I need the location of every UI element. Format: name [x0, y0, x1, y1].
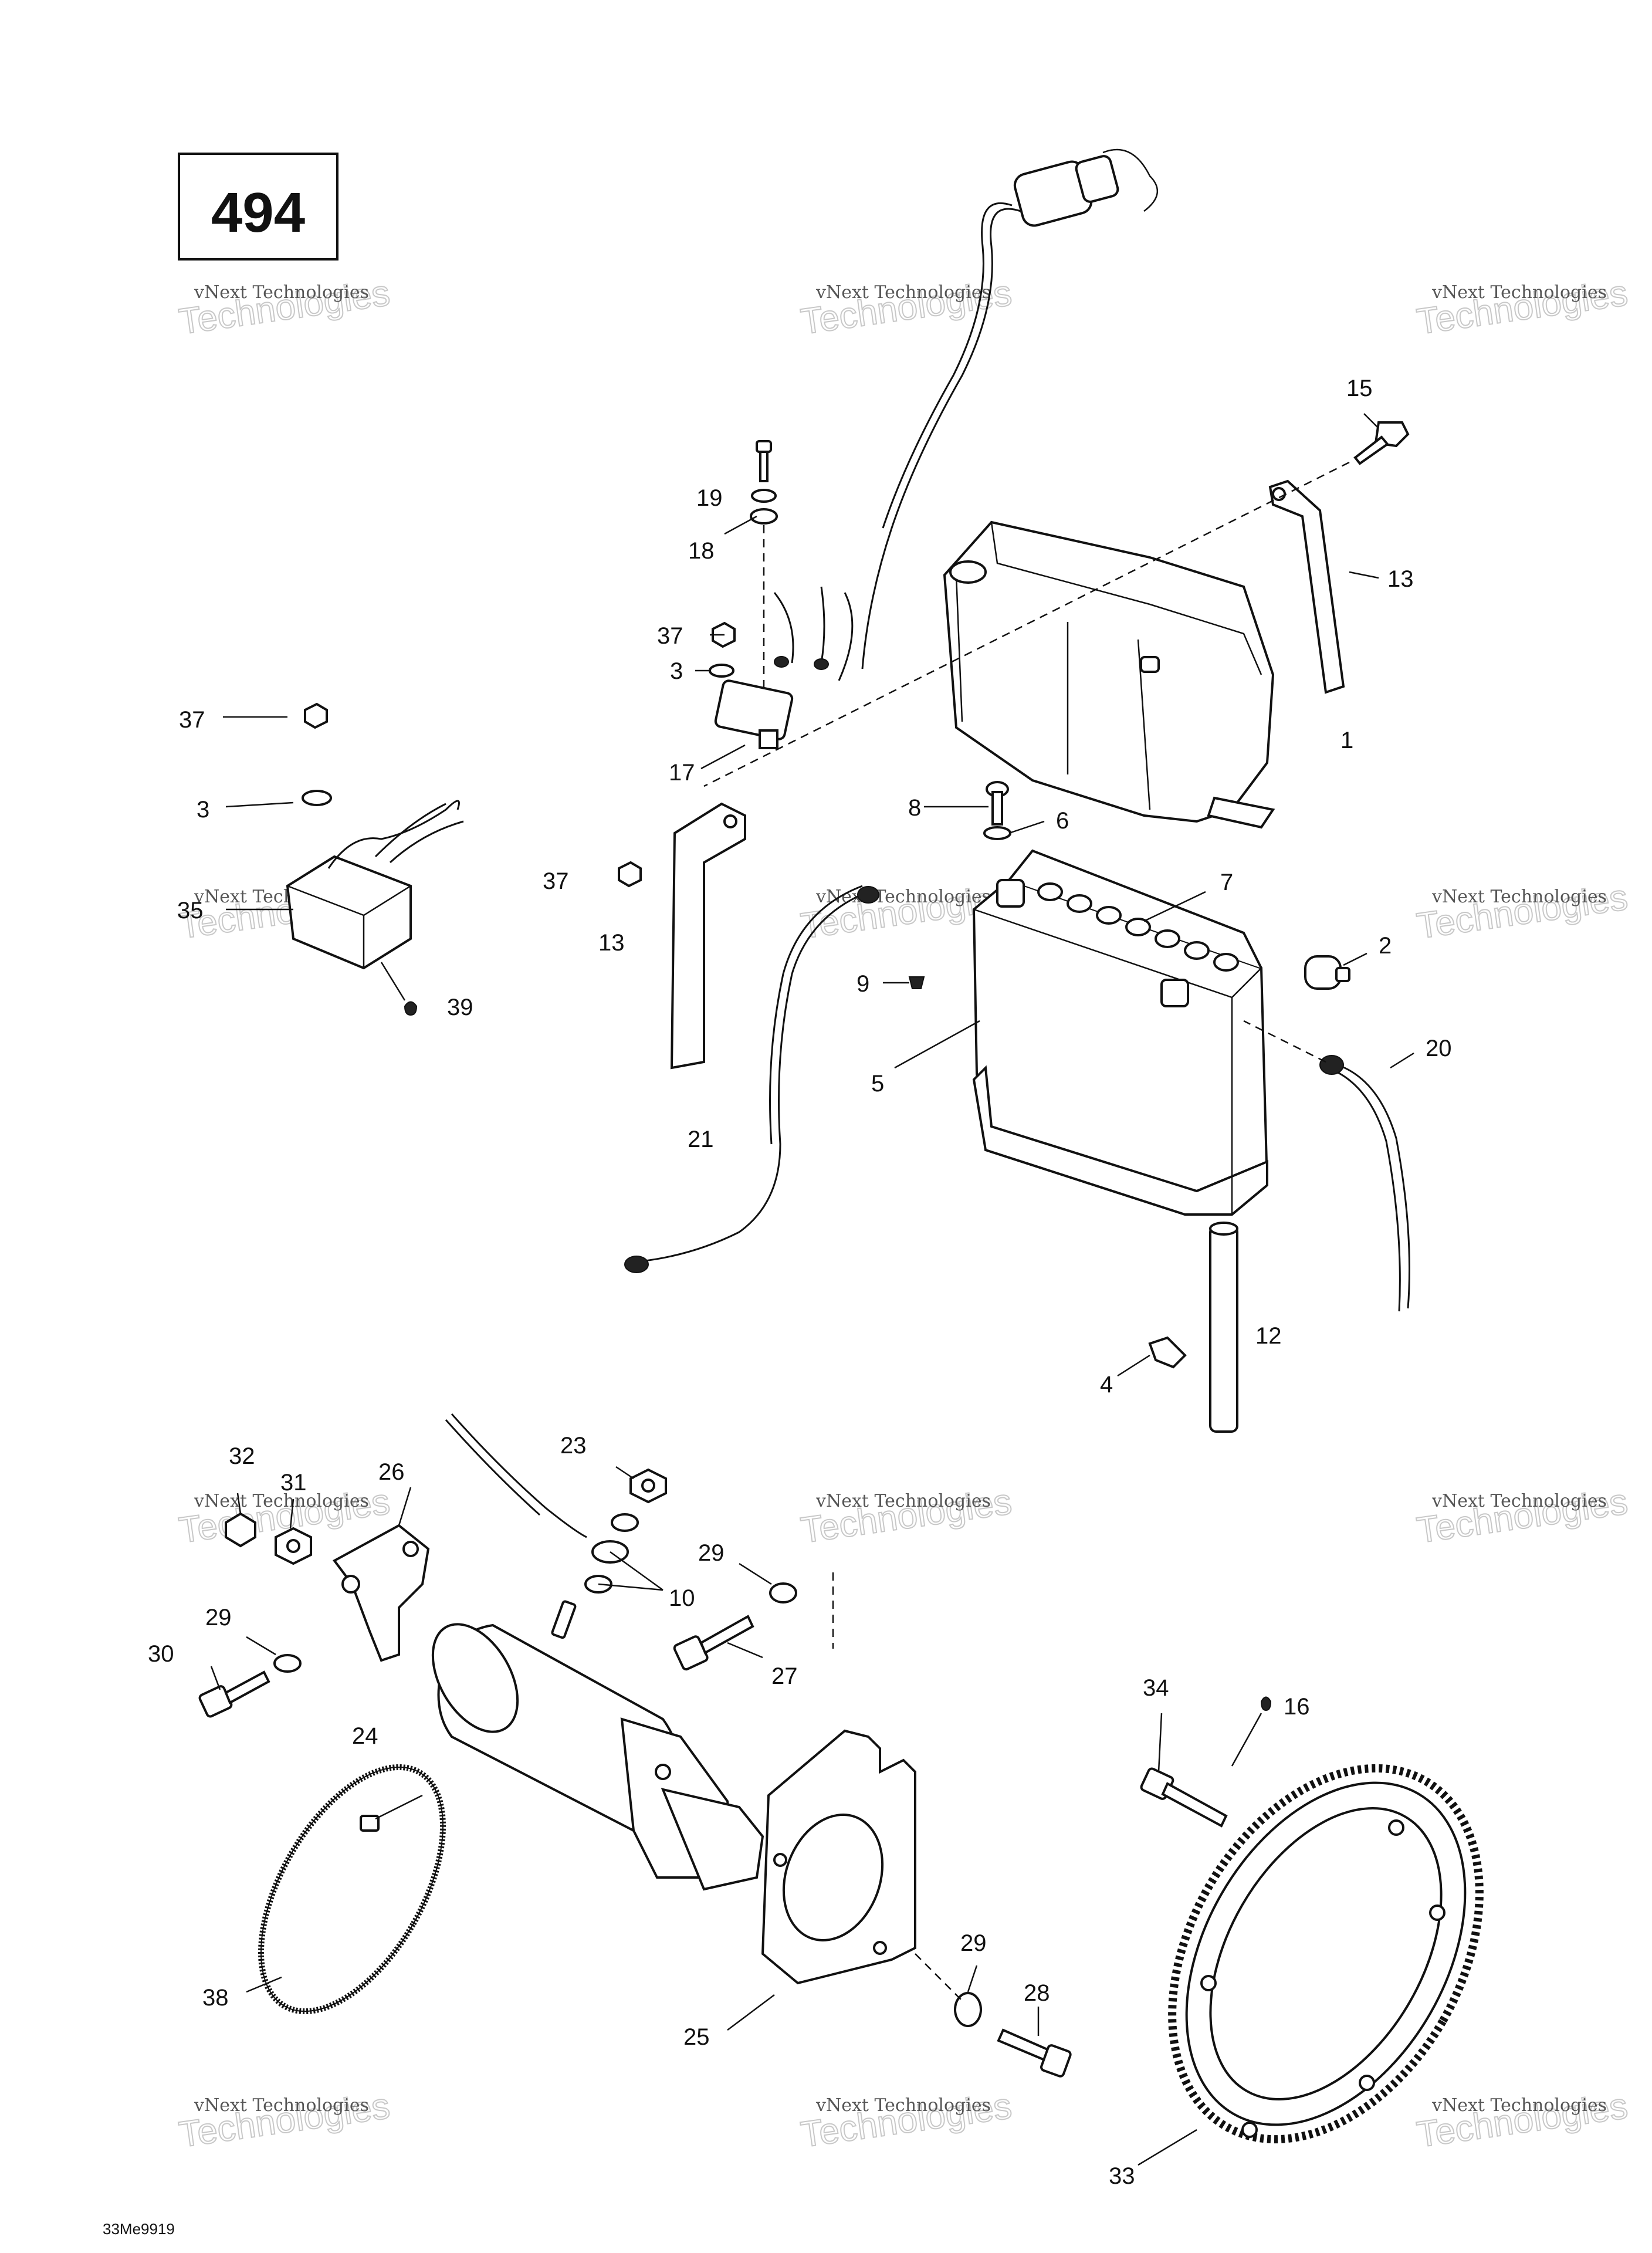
callout-24: 24	[352, 1723, 378, 1749]
callout-32: 32	[229, 1443, 255, 1469]
callout-2: 2	[1379, 933, 1392, 959]
battery-cover	[943, 520, 1275, 829]
cable-20	[1243, 1020, 1410, 1312]
callout-3: 3	[197, 797, 209, 823]
watermark: Technologies vNext Technologies	[1414, 1481, 1631, 1552]
svg-text:vNext Technologies: vNext Technologies	[194, 2095, 369, 2116]
relay-17	[709, 621, 794, 749]
watermark: Technologies vNext Technologies	[176, 2085, 393, 2156]
callout-34: 34	[1143, 1675, 1169, 1701]
svg-text:vNext Technologies: vNext Technologies	[815, 887, 991, 907]
callout-15: 15	[1346, 376, 1373, 401]
svg-text:vNext Technologies: vNext Technologies	[1431, 887, 1607, 907]
callout-6: 6	[1056, 808, 1069, 834]
svg-text:vNext Technologies: vNext Technologies	[815, 1491, 991, 1511]
svg-text:vNext Technologies: vNext Technologies	[194, 282, 369, 303]
callout-5: 5	[871, 1071, 884, 1097]
bolt-28	[915, 1953, 1072, 2078]
callout-4: 4	[1100, 1372, 1113, 1398]
bracket-13-right	[1268, 479, 1345, 694]
callout-17: 17	[669, 760, 695, 786]
callout-38: 38	[202, 1985, 229, 2011]
callout-26: 26	[378, 1459, 405, 1485]
screw-19	[750, 440, 778, 692]
bolt-30	[198, 1654, 302, 1718]
nut-31	[275, 1527, 312, 1565]
battery	[972, 849, 1269, 1216]
callout-39: 39	[447, 994, 473, 1020]
callout-13: 13	[598, 930, 625, 956]
callout-12: 12	[1255, 1323, 1282, 1349]
callout-35: 35	[177, 898, 204, 923]
page-number: 494	[211, 181, 305, 244]
callout-30: 30	[148, 1641, 174, 1667]
callout-29: 29	[698, 1540, 725, 1566]
bracket-25	[761, 1729, 916, 1985]
callout-3: 3	[670, 658, 683, 684]
tube-12	[1209, 1222, 1238, 1433]
watermark: Technologies vNext Technologies	[1414, 272, 1631, 343]
callout-20: 20	[1426, 1036, 1452, 1061]
svg-text:vNext Technologies: vNext Technologies	[194, 1491, 369, 1511]
bracket-13-left	[618, 802, 746, 1070]
bolt-34	[1140, 1696, 1272, 1828]
nut-23	[629, 1468, 667, 1504]
callout-37: 37	[543, 868, 569, 894]
bolt-15	[703, 421, 1410, 787]
callout-19: 19	[696, 485, 723, 511]
callout-28: 28	[1024, 1980, 1050, 2006]
bracket-26	[333, 1524, 430, 1662]
svg-text:vNext Technologies: vNext Technologies	[815, 2095, 991, 2116]
svg-text:vNext Technologies: vNext Technologies	[1431, 2095, 1607, 2116]
watermark: Technologies vNext Technologies	[798, 1481, 1015, 1552]
nut-32	[225, 1512, 256, 1548]
callouts: 15 13 1 19 18 37 3 17 37 3 35 39 37 13 8…	[148, 376, 1452, 2189]
callout-1: 1	[1340, 728, 1353, 753]
cable-21	[624, 885, 879, 1273]
callout-7: 7	[1220, 870, 1233, 895]
callout-29: 29	[960, 1930, 987, 1956]
battery-caps	[1037, 882, 1239, 972]
callout-16: 16	[1284, 1694, 1310, 1720]
screw-8	[983, 781, 1011, 840]
callout-23: 23	[560, 1433, 587, 1459]
callout-27: 27	[771, 1663, 798, 1689]
callout-9: 9	[857, 971, 869, 997]
callout-37: 37	[179, 707, 205, 733]
svg-text:vNext Technologies: vNext Technologies	[1431, 282, 1607, 303]
callout-37: 37	[657, 623, 683, 649]
callout-33: 33	[1109, 2163, 1135, 2189]
callout-13: 13	[1387, 566, 1414, 592]
drawing-code: 33Me9919	[103, 2220, 175, 2238]
callout-21: 21	[688, 1126, 714, 1152]
callout-31: 31	[280, 1470, 307, 1496]
watermark: Technologies vNext Technologies	[1414, 877, 1631, 948]
callout-8: 8	[908, 795, 921, 821]
watermark: Technologies vNext Technologies	[798, 2085, 1015, 2156]
callout-10: 10	[669, 1585, 695, 1611]
starter-cable	[445, 1413, 639, 1594]
page-number-box: 494	[178, 153, 338, 261]
callout-18: 18	[688, 538, 715, 564]
callout-25: 25	[683, 2024, 710, 2050]
regulator-35	[286, 702, 464, 1016]
nut-2	[1304, 955, 1350, 990]
ring-gear	[1168, 1764, 1484, 2144]
svg-text:vNext Technologies: vNext Technologies	[815, 282, 991, 303]
callout-29: 29	[205, 1605, 232, 1630]
leader-lines	[210, 413, 1414, 2166]
relay-wires	[773, 586, 854, 681]
nut-9	[908, 976, 925, 989]
starter-motor	[431, 1600, 764, 1891]
ignition-switch	[861, 148, 1159, 669]
watermark: Technologies vNext Technologies	[1414, 2085, 1631, 2156]
bolt-27	[673, 1572, 834, 1671]
tie-strap	[258, 1764, 446, 2015]
svg-text:vNext Technologies: vNext Technologies	[1431, 1491, 1607, 1511]
clamp-4	[1148, 1336, 1187, 1369]
watermark: Technologies vNext Technologies	[176, 272, 393, 343]
